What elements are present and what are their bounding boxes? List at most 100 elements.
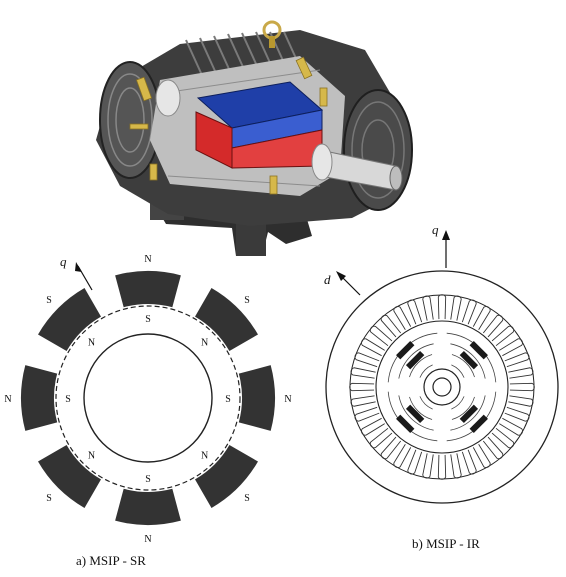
- embedded-magnet-3: [396, 414, 415, 433]
- stator-slot: [450, 295, 462, 321]
- caption-b: b) MSIP - IR: [412, 536, 480, 551]
- inner-pole-label: S: [145, 314, 151, 325]
- stator-slot: [361, 338, 385, 357]
- stator-slot: [499, 338, 523, 357]
- inner-pole-label: S: [65, 394, 71, 405]
- flux-barrier: [419, 396, 433, 410]
- embedded-magnet-3: [405, 404, 425, 424]
- stator-slot: [508, 395, 534, 407]
- stator-slots: [349, 294, 535, 480]
- stator-slot: [369, 427, 393, 449]
- embedded-magnet-1: [459, 350, 479, 370]
- embedded-magnet-4: [405, 350, 425, 370]
- d-axis-label-b: d: [324, 272, 331, 287]
- stator-slot: [491, 325, 515, 347]
- stator-inner-boundary: [349, 294, 535, 480]
- lifting-eye-bolt: [262, 20, 282, 48]
- stator-slot: [461, 299, 477, 325]
- stator-slot: [504, 406, 530, 422]
- stator-slot: [499, 417, 523, 436]
- stator-slot: [407, 449, 423, 475]
- winding-brass-parts: [129, 56, 328, 195]
- flux-barrier: [450, 395, 486, 431]
- stator-slot: [508, 367, 534, 379]
- stator-slot: [380, 436, 402, 460]
- stator-slot: [354, 352, 380, 368]
- q-axis-label-b: q: [432, 222, 439, 237]
- flux-barrier: [451, 354, 475, 378]
- q-axis-label-a: q: [60, 254, 67, 269]
- stator-outer-circle: [325, 270, 559, 504]
- stator-slot: [504, 352, 530, 368]
- stator-slot: [350, 395, 376, 407]
- stator-slot: [472, 444, 491, 468]
- stator-slot: [354, 406, 380, 422]
- motor-front-endcap: [343, 89, 413, 211]
- inner-pole-label: S: [145, 474, 151, 485]
- flux-barrier: [398, 395, 434, 431]
- inner-pole-label: N: [201, 337, 208, 348]
- surface-magnets: [20, 271, 276, 525]
- inner-pole-label: N: [88, 337, 95, 348]
- inner-pole-label: S: [225, 394, 231, 405]
- stator-slot: [461, 449, 477, 475]
- flux-barrier: [451, 364, 465, 378]
- motor-back-endcap: [99, 61, 161, 179]
- outer-pole-label: N: [144, 254, 151, 265]
- surface-magnet-3: [238, 365, 276, 431]
- motor-shaft: [155, 79, 403, 191]
- surface-magnet-8: [38, 288, 101, 351]
- surface-magnet-7: [20, 365, 58, 431]
- outer-pole-label: S: [244, 295, 250, 306]
- caption-a: a) MSIP - SR: [76, 553, 146, 568]
- flux-barrier: [451, 396, 465, 410]
- motor-foot-front: [236, 224, 266, 256]
- stator-slot: [393, 306, 412, 330]
- embedded-magnets: [396, 341, 488, 433]
- shaft-inner-circle: [432, 377, 452, 397]
- stator-slot: [393, 444, 412, 468]
- rotor-outer-circle: [375, 320, 509, 454]
- outer-pole-label: S: [46, 493, 52, 504]
- embedded-magnet-2: [459, 404, 479, 424]
- stator-slot: [450, 453, 462, 479]
- stator-slot: [472, 306, 491, 330]
- surface-magnet-4: [195, 445, 258, 508]
- stator-slot: [350, 367, 376, 379]
- flux-barrier: [409, 354, 433, 378]
- flux-barrier: [451, 396, 475, 420]
- outer-pole-label: N: [144, 534, 151, 545]
- stator-slot: [422, 295, 434, 321]
- surface-magnet-5: [115, 488, 181, 525]
- shaft-outer-circle: [423, 368, 461, 406]
- embedded-magnet-4: [396, 341, 415, 360]
- surface-magnet-1: [115, 271, 181, 308]
- stator-slot: [349, 382, 375, 392]
- motor-cutaway-illustration: [96, 20, 413, 256]
- rotor-inner-circle: [83, 333, 213, 463]
- embedded-magnet-1: [469, 341, 488, 360]
- surface-magnet-2: [195, 288, 258, 351]
- stator-slot: [407, 299, 423, 325]
- embedded-magnet-2: [469, 414, 488, 433]
- stator-slot: [369, 325, 393, 347]
- stator-slot: [380, 314, 402, 338]
- stator-slot: [437, 454, 447, 480]
- stator-slot: [482, 436, 504, 460]
- outer-pole-label: N: [284, 394, 291, 405]
- flux-barrier: [450, 343, 486, 379]
- outer-pole-label: N: [4, 394, 11, 405]
- stator-slot: [422, 453, 434, 479]
- stator-slot: [437, 294, 447, 320]
- surface-magnet-6: [38, 445, 101, 508]
- stator-slot: [361, 417, 385, 436]
- stator-slot: [482, 314, 504, 338]
- outer-pole-label: S: [244, 493, 250, 504]
- rotor-outer-boundary: [55, 305, 241, 491]
- inner-pole-label: N: [88, 451, 95, 462]
- flux-barrier: [409, 396, 433, 420]
- stator-slot: [509, 382, 535, 392]
